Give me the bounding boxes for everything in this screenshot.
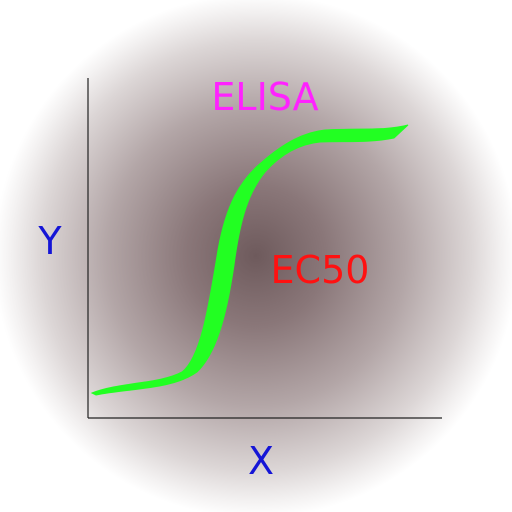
ec50-annotation: EC50 — [271, 248, 370, 292]
x-axis-label: X — [248, 439, 274, 483]
y-axis-label: Y — [37, 219, 62, 263]
sigmoid-curve — [90, 124, 409, 396]
chart-title: ELISA — [211, 75, 318, 119]
